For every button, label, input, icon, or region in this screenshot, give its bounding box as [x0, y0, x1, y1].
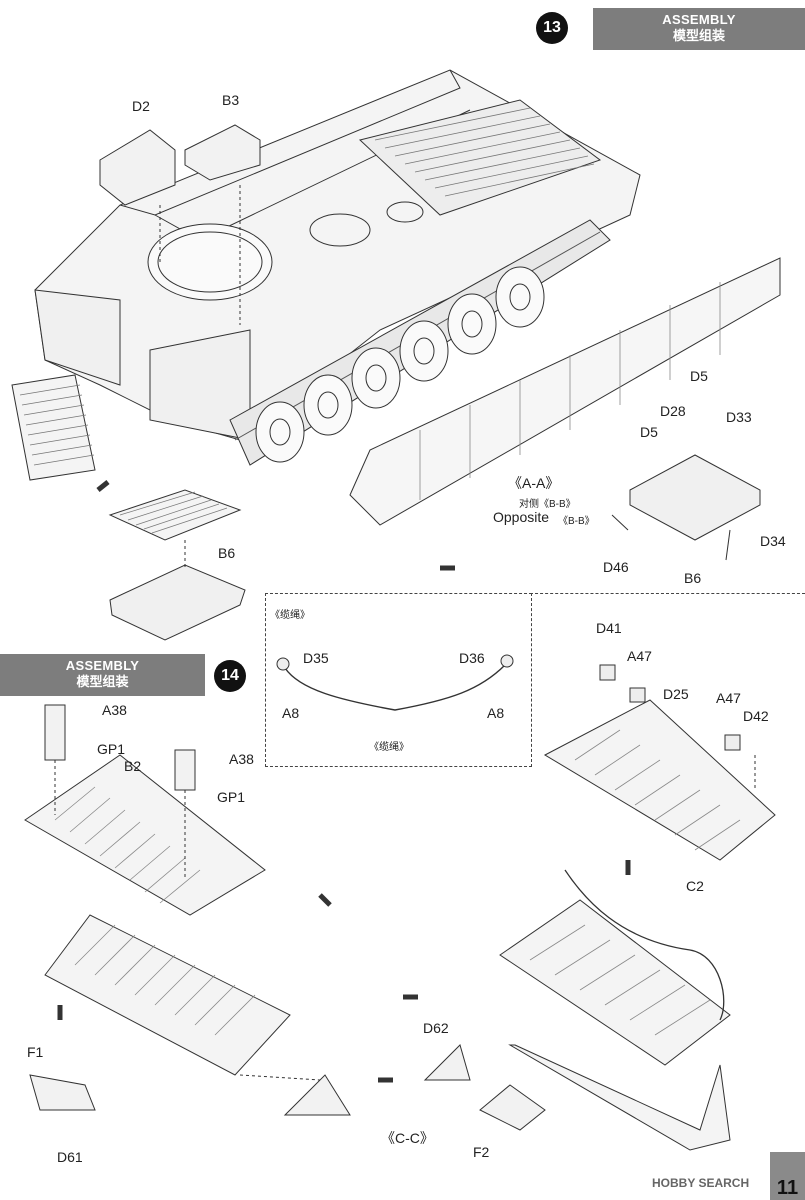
step-divider	[530, 593, 805, 594]
label-gp1-right: GP1	[217, 789, 246, 805]
step14-plate-assembled	[499, 899, 731, 1066]
label-opposite-en: Opposite	[493, 509, 550, 525]
label-d36: D36	[459, 650, 485, 666]
label-b6-left: B6	[218, 545, 236, 561]
plate-b6	[109, 564, 246, 641]
label-cable-title: 《缆绳》	[270, 610, 310, 621]
tow-cable	[284, 664, 506, 711]
part-f2	[479, 1084, 546, 1131]
label-cc: 《C-C》	[381, 1130, 434, 1146]
label-f2: F2	[473, 1144, 490, 1160]
label-opposite-bb: 《B-B》	[558, 516, 595, 527]
rear-grille	[11, 374, 96, 481]
step-13-number: 13	[543, 19, 561, 36]
banner-13-cn: 模型组装	[672, 28, 725, 43]
detail-plate-b6	[629, 454, 761, 541]
label-d33: D33	[726, 409, 752, 425]
part-d2	[99, 129, 176, 206]
label-b6-right: B6	[684, 570, 702, 586]
label-d5-left: D5	[640, 424, 658, 440]
step-14-badge: 14	[214, 660, 246, 692]
label-a8-left: A8	[282, 705, 300, 721]
label-d25: D25	[663, 686, 689, 702]
label-a47-right: A47	[716, 690, 741, 706]
label-b2: B2	[124, 758, 142, 774]
cable-detail-box	[265, 593, 532, 767]
label-d61: D61	[57, 1149, 83, 1165]
label-d28: D28	[660, 403, 686, 419]
label-d41: D41	[596, 620, 622, 636]
step14-plate-c2	[543, 699, 776, 861]
label-d42: D42	[743, 708, 769, 724]
page-number-tab: 11	[770, 1152, 805, 1200]
step14-fender-bottom	[44, 914, 291, 1076]
part-b3	[184, 124, 261, 181]
part-f1	[29, 1074, 96, 1111]
hobby-search-watermark: HOBBY SEARCH	[652, 1176, 749, 1190]
assembly-banner-13: ASSEMBLY 模型组装	[593, 8, 805, 50]
label-a38-left: A38	[102, 702, 127, 718]
banner-13-en: ASSEMBLY	[662, 12, 736, 27]
label-gp1-left: GP1	[97, 741, 126, 757]
label-d46: D46	[603, 559, 629, 575]
label-aa: 《A-A》	[508, 475, 560, 491]
label-f1: F1	[27, 1044, 44, 1060]
step14-fender-top	[24, 754, 266, 916]
fender-tip	[283, 1074, 351, 1116]
label-a8-right: A8	[487, 705, 505, 721]
banner-14-en: ASSEMBLY	[65, 658, 140, 673]
step-13-badge: 13	[536, 12, 568, 44]
label-opposite-cn: 对侧《B-B》	[519, 499, 576, 510]
label-a47-top: A47	[627, 648, 652, 664]
road-wheels	[255, 266, 545, 463]
label-d35: D35	[303, 650, 329, 666]
watermark-text: HOBBY SEARCH	[652, 1176, 750, 1190]
label-cable-mid: 《缆绳》	[369, 742, 409, 753]
label-d34: D34	[760, 533, 786, 549]
banner-14-cn: 模型组装	[76, 674, 129, 689]
assembly-banner-14: ASSEMBLY 模型组装	[0, 654, 205, 696]
label-d62: D62	[423, 1020, 449, 1036]
label-b3: B3	[222, 92, 240, 108]
side-skirt	[349, 257, 781, 526]
grille-b6	[108, 489, 242, 541]
part-d62	[423, 1044, 471, 1081]
label-c2: C2	[686, 878, 704, 894]
label-a38-right: A38	[229, 751, 254, 767]
label-d2: D2	[132, 98, 150, 114]
page-number: 11	[776, 1177, 799, 1199]
label-d5-top: D5	[690, 368, 708, 384]
step-14-number: 14	[221, 667, 239, 684]
